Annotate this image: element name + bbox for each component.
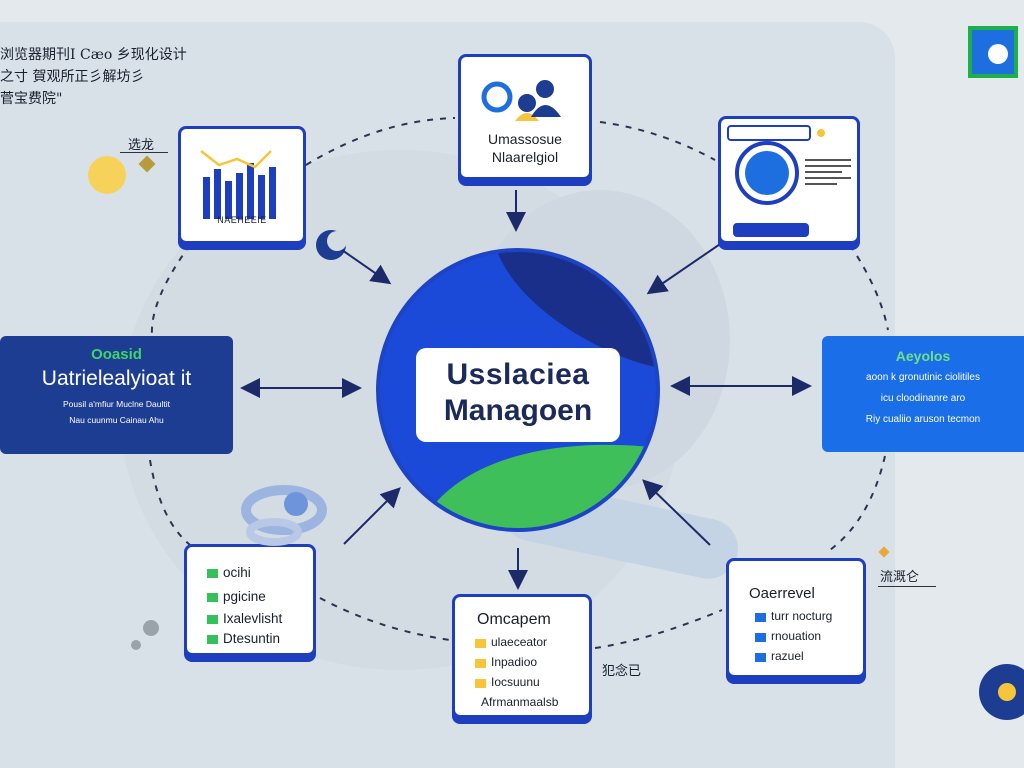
bottom-list-item: Afrmanmaalsb [481, 695, 559, 709]
bullet-icon [475, 679, 486, 688]
right-panel-line-1: aoon k gronutinic ciolitiles [866, 372, 980, 383]
top-left-label: 选龙 [128, 138, 155, 153]
label-underline [120, 152, 168, 153]
right-panel-title: Aeyolos [895, 348, 951, 364]
center-title-box: Usslaciea Managoen [416, 348, 620, 442]
profile-button[interactable] [733, 223, 809, 237]
left-list-item: ocihi [223, 565, 251, 580]
top-card-line-1: Umassosue [488, 131, 562, 147]
left-list-item: Dtesuntin [223, 631, 281, 646]
bullet-icon [755, 633, 766, 642]
left-list-item: pgicine [223, 589, 266, 604]
right-list-card[interactable]: Oaerrevel turr nocturg rnouation razuel [726, 558, 866, 678]
gray-dot-icon [131, 640, 141, 650]
right-list-item: turr nocturg [771, 609, 833, 623]
header-text: 浏览器期刊I Cæo 乡现化设计 之寸 賀观所正彡解坊彡 菅宝费院" [0, 44, 187, 110]
right-info-panel: Aeyolos aoon k gronutinic ciolitiles icu… [822, 336, 1024, 452]
right-card-title: Oaerrevel [749, 585, 815, 602]
bottom-list-item: ulaeceator [491, 635, 548, 649]
right-list-item: razuel [771, 649, 804, 663]
right-list-item: rnouation [771, 629, 822, 643]
target-icon [975, 660, 1024, 720]
left-panel-subtitle: Uatrielealyioat it [41, 367, 192, 390]
left-panel-line-1: Pousil a'mfiur Muclne Daultit [63, 399, 170, 409]
right-label: 流溉仑 [880, 570, 920, 585]
bottom-label: 犯念已 [602, 664, 642, 679]
left-list-item: Ixalevlisht [223, 611, 283, 626]
header-line-3: 菅宝费院" [0, 91, 63, 107]
top-card[interactable]: Umassosue Nlaarelgiol [458, 54, 592, 180]
app-logo-icon [968, 26, 1018, 78]
bullet-icon [475, 639, 486, 648]
swirl-decoration [234, 480, 344, 560]
profile-tab [727, 125, 811, 141]
bullet-icon [207, 569, 218, 578]
bullet-icon [207, 635, 218, 644]
bottom-list-card[interactable]: Omcapem ulaeceator Inpadioo Iocsuunu Afr… [452, 594, 592, 718]
right-panel-line-3: Riy cualiio aruson tecmon [865, 414, 981, 425]
lock-icon [817, 129, 825, 137]
people-icon [481, 80, 561, 121]
bullet-icon [207, 593, 218, 602]
label-underline [878, 586, 936, 587]
left-list-card[interactable]: ocihi pgicine Ixalevlisht Dtesuntin [184, 544, 316, 656]
bottom-card-title: Omcapem [477, 611, 551, 628]
bar-chart-icon [200, 150, 276, 219]
left-info-panel: Ooasid Uatrielealyioat it Pousil a'mfiur… [0, 336, 233, 454]
yellow-dot-icon [88, 156, 126, 194]
bottom-list-item: Inpadioo [491, 655, 538, 669]
profile-avatar-icon [735, 141, 799, 205]
header-line-2: 之寸 賀观所正彡解坊彡 [0, 69, 145, 85]
bullet-icon [755, 653, 766, 662]
bullet-icon [207, 615, 218, 624]
right-panel-line-2: icu cloodinanre aro [880, 393, 966, 404]
center-title-line-2: Managoen [443, 394, 593, 427]
moon-icon [314, 228, 348, 262]
bullet-icon [755, 613, 766, 622]
top-card-line-2: Nlaarelgiol [491, 149, 559, 165]
left-panel-line-2: Nau cuunmu Cainau Ahu [69, 415, 164, 425]
center-title-line-1: Usslaciea [446, 358, 590, 391]
chart-card-caption: NAEHEEIE [217, 215, 267, 225]
profile-card[interactable] [718, 116, 860, 244]
header-line-1: 浏览器期刊I Cæo 乡现化设计 [0, 47, 187, 63]
chart-card[interactable]: NAEHEEIE [178, 126, 306, 244]
bottom-list-item: Iocsuunu [491, 675, 540, 689]
left-panel-title: Ooasid [91, 346, 142, 363]
profile-detail-lines [805, 155, 851, 189]
gray-dot-icon [143, 620, 159, 636]
bullet-icon [475, 659, 486, 668]
